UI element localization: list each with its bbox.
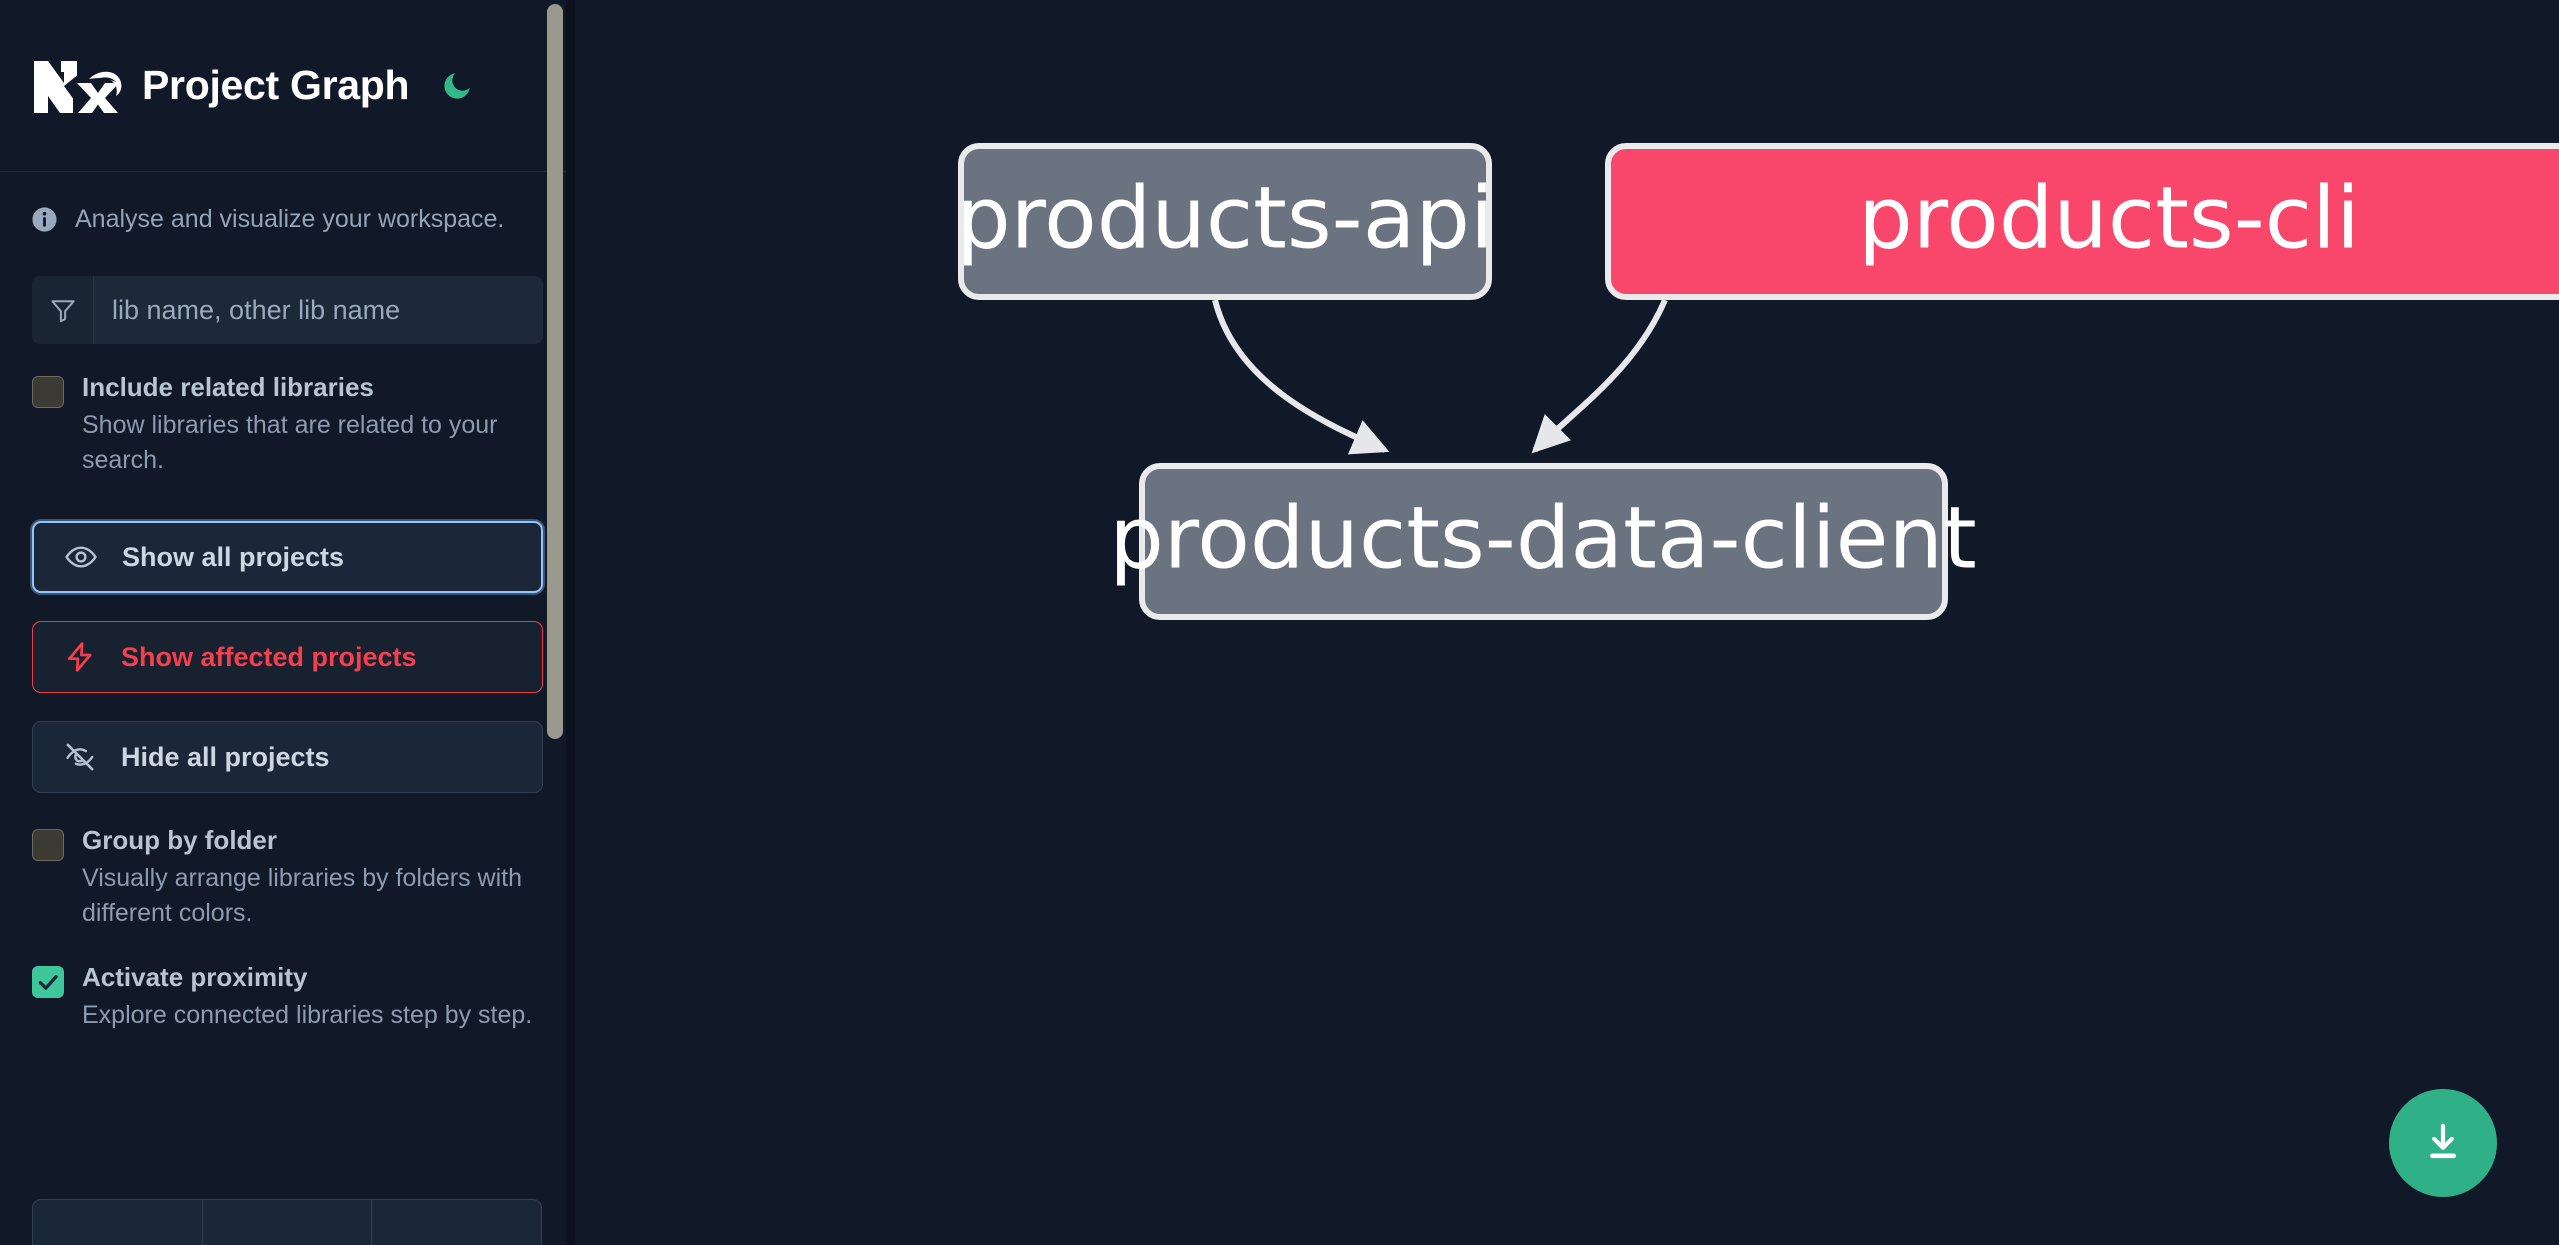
- node-label: products-data-client: [1109, 488, 1977, 588]
- node-label: products-api: [956, 168, 1494, 268]
- info-circle-icon: [30, 205, 59, 234]
- option-label: Include related libraries: [82, 372, 374, 402]
- checkbox-group-by-folder[interactable]: [32, 829, 64, 862]
- checkbox-include-related-libraries[interactable]: [32, 376, 64, 408]
- proximity-step-segment[interactable]: [203, 1200, 373, 1245]
- graph-svg: products-api products-cli products-data-…: [956, 143, 2559, 620]
- node-rect[interactable]: [958, 143, 1492, 300]
- sidebar-scrollbar-thumb[interactable]: [547, 4, 563, 739]
- project-action-buttons: Show all projects Show affected projects: [0, 521, 575, 794]
- workspace-info: Analyse and visualize your workspace.: [0, 172, 575, 234]
- graph-node-products-api[interactable]: products-api: [956, 143, 1494, 300]
- sidebar-scroll-container[interactable]: Project Graph Analyse and visualize yo: [0, 0, 575, 1245]
- graph-canvas[interactable]: products-api products-cli products-data-…: [575, 0, 2559, 1245]
- show-all-projects-button[interactable]: Show all projects: [32, 521, 543, 594]
- option-description: Visually arrange libraries by folders wi…: [82, 864, 523, 927]
- show-affected-projects-button[interactable]: Show affected projects: [32, 621, 543, 694]
- option-description: Show libraries that are related to your …: [82, 411, 498, 474]
- option-activate-proximity[interactable]: Activate proximity Explore connected lib…: [0, 960, 575, 1033]
- node-label: products-cli: [1858, 168, 2360, 268]
- proximity-step-control[interactable]: [32, 1199, 542, 1245]
- lightning-bolt-icon: [61, 638, 99, 676]
- option-label: Activate proximity: [82, 962, 308, 993]
- hide-all-projects-label: Hide all projects: [121, 741, 330, 772]
- edge-products-cli-to-products-data-client: [1531, 298, 1668, 454]
- proximity-step-segment[interactable]: [33, 1200, 203, 1245]
- option-description: Explore connected libraries step by step…: [82, 1001, 533, 1030]
- show-affected-projects-label: Show affected projects: [121, 641, 417, 672]
- page-title: Project Graph: [142, 62, 410, 108]
- graph-node-products-data-client[interactable]: products-data-client: [1109, 463, 1977, 620]
- moon-icon[interactable]: [437, 66, 477, 106]
- sidebar-header: Project Graph: [0, 0, 575, 172]
- eye-icon: [62, 538, 100, 576]
- edge-products-api-to-products-data-client: [1212, 299, 1390, 455]
- graph-edges: [1212, 298, 1668, 455]
- option-include-related-libraries[interactable]: Include related libraries Show libraries…: [0, 370, 575, 477]
- option-label: Group by folder: [82, 825, 277, 856]
- graph-node-products-cli[interactable]: products-cli: [1605, 143, 2559, 300]
- sidebar: Project Graph Analyse and visualize yo: [0, 0, 575, 1245]
- nx-logo-icon: [30, 55, 122, 117]
- workspace-info-text: Analyse and visualize your workspace.: [75, 205, 505, 233]
- sidebar-edge: [566, 0, 575, 1245]
- search-input[interactable]: [94, 276, 543, 344]
- filter-funnel-icon: [32, 276, 94, 344]
- search-bar[interactable]: [32, 276, 543, 344]
- download-button[interactable]: [2389, 1089, 2497, 1197]
- show-all-projects-label: Show all projects: [122, 541, 345, 572]
- node-rect[interactable]: [1139, 463, 1948, 620]
- eye-slash-icon: [61, 738, 99, 776]
- download-icon: [2420, 1119, 2466, 1168]
- hide-all-projects-button[interactable]: Hide all projects: [32, 721, 543, 794]
- node-rect[interactable]: [1605, 143, 2559, 300]
- sidebar-scrollbar[interactable]: [547, 0, 563, 1245]
- proximity-step-segment[interactable]: [372, 1200, 541, 1245]
- option-group-by-folder[interactable]: Group by folder Visually arrange librari…: [0, 823, 575, 930]
- checkbox-activate-proximity[interactable]: [32, 966, 64, 999]
